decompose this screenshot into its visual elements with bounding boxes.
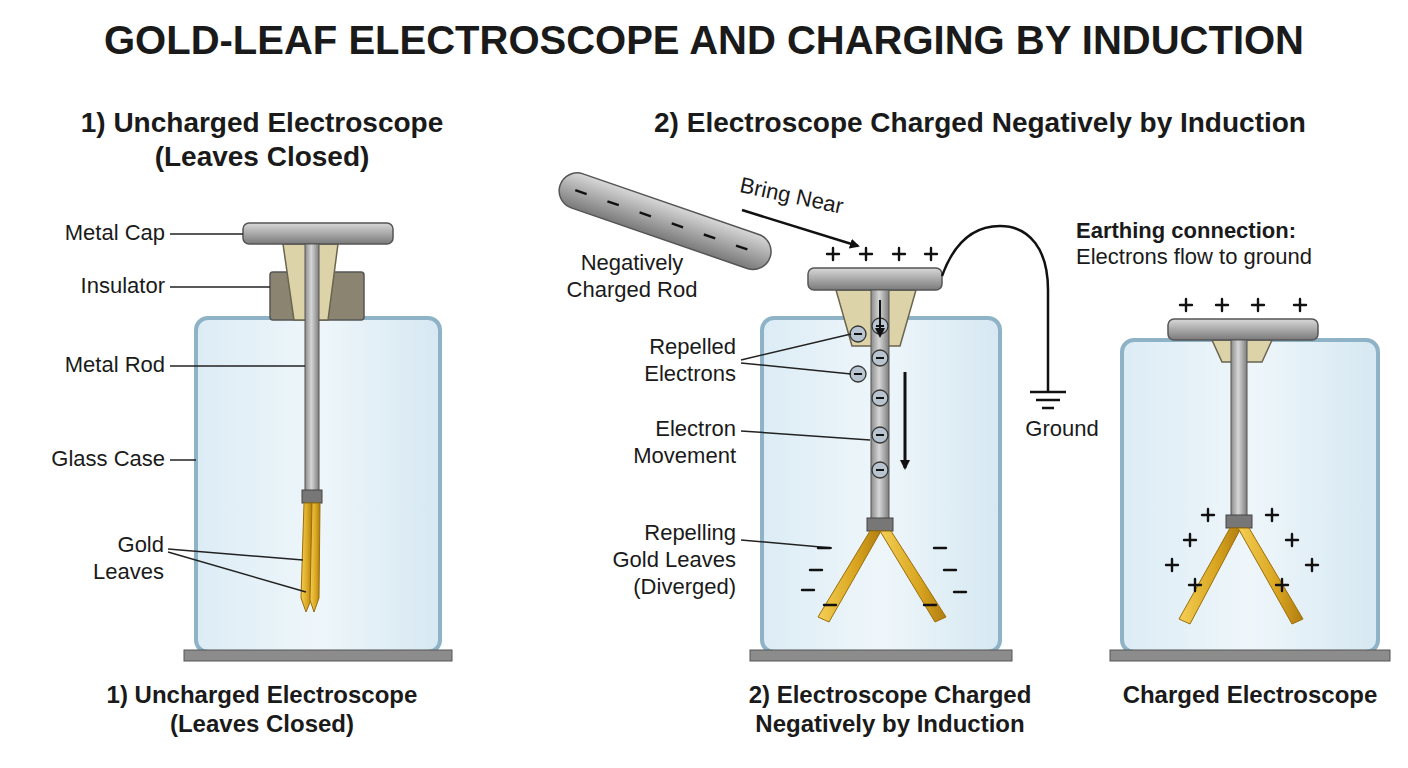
charge-sign [1291, 534, 1293, 546]
electron [850, 366, 866, 382]
part-label: Insulator [5, 273, 165, 300]
part-label: Electron Movement [601, 416, 736, 470]
part-label: Gold Leaves [69, 532, 164, 586]
charge-sign [818, 547, 830, 549]
charge-sign [1171, 559, 1173, 571]
panel-heading: 1) Uncharged Electroscope (Leaves Closed… [47, 106, 477, 174]
electron [872, 462, 888, 478]
charge-sign [802, 589, 814, 591]
earthing-wire [942, 226, 1066, 408]
charge-sign [1257, 299, 1259, 311]
charge-sign [704, 235, 715, 239]
charge-sign [1189, 534, 1191, 546]
charge-sign [1281, 579, 1283, 591]
charge-sign [1271, 509, 1273, 521]
charge-sign [1207, 509, 1209, 521]
electroscope-uncharged [184, 223, 452, 661]
panel-caption: 2) Electroscope Charged Negatively by In… [720, 680, 1060, 739]
charge-sign [876, 434, 884, 436]
charge-sign [854, 373, 862, 375]
part-label: Repelled Electrons [601, 334, 736, 388]
charge-sign [1221, 299, 1223, 311]
charge-sign [672, 223, 683, 227]
charge-sign [824, 604, 836, 606]
charge-sign [876, 357, 884, 359]
charge-sign [898, 248, 900, 260]
electron [850, 326, 866, 342]
part-label: Negatively Charged Rod [547, 250, 717, 304]
panel-heading: 2) Electroscope Charged Negatively by In… [580, 106, 1380, 140]
diagram-title: GOLD-LEAF ELECTROSCOPE AND CHARGING BY I… [14, 16, 1394, 65]
part-label: Glass Case [5, 446, 165, 473]
charge-sign [865, 248, 867, 260]
charge-sign [924, 604, 936, 606]
electroscope-charged [1110, 319, 1390, 661]
charge-sign [876, 469, 884, 471]
electroscope-induction [750, 268, 1012, 661]
action-label: Bring Near [737, 172, 889, 229]
electron [872, 350, 888, 366]
part-label: Metal Cap [5, 220, 165, 247]
panel-caption: Charged Electroscope [1105, 680, 1395, 709]
charge-sign [954, 591, 966, 593]
charge-sign [832, 248, 834, 260]
part-label: Metal Rod [5, 352, 165, 379]
charge-sign [1299, 299, 1301, 311]
charge-sign [854, 333, 862, 335]
charge-sign [1194, 579, 1196, 591]
charge-sign [736, 246, 747, 250]
charge-sign [575, 190, 586, 194]
charge-sign [944, 569, 956, 571]
charge-sign [810, 569, 822, 571]
charge-sign [934, 547, 946, 549]
panel-caption: 1) Uncharged Electroscope (Leaves Closed… [72, 680, 452, 739]
note-heading: Earthing connection: [1076, 218, 1396, 245]
charge-signs [802, 248, 1318, 605]
part-label: Repelling Gold Leaves (Diverged) [601, 520, 736, 600]
charge-sign [607, 201, 618, 205]
note-text: Electrons flow to ground [1076, 244, 1396, 271]
charge-sign [1311, 559, 1313, 571]
part-label: Ground [1012, 416, 1112, 443]
charge-sign [640, 212, 651, 216]
electron [872, 427, 888, 443]
charge-sign [930, 248, 932, 260]
leader-lines [168, 234, 306, 592]
charge-sign [1185, 299, 1187, 311]
charge-sign [876, 397, 884, 399]
electron [872, 390, 888, 406]
leader-lines [741, 334, 870, 548]
